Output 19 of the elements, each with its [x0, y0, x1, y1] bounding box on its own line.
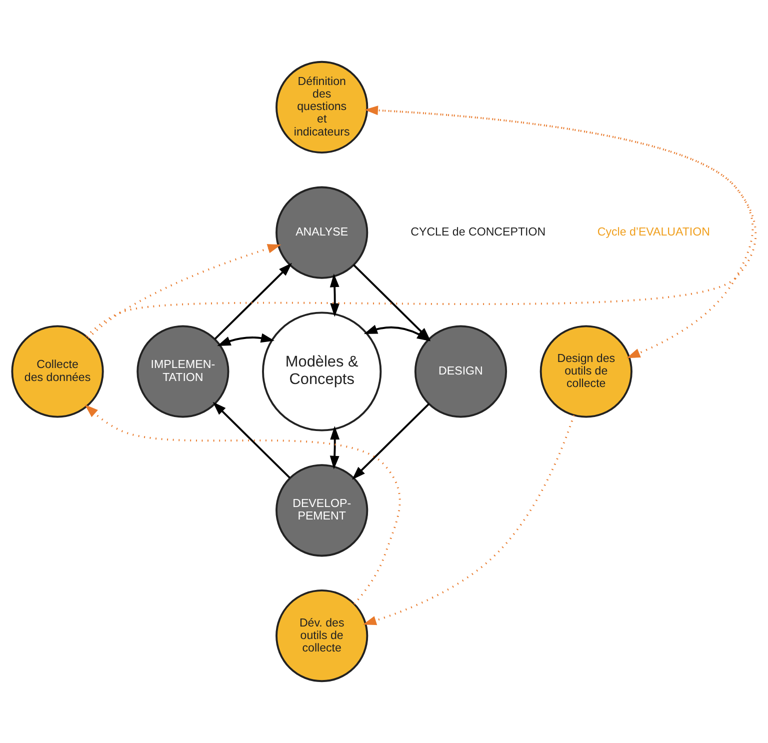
arrow	[330, 274, 340, 317]
arrow	[86, 106, 756, 337]
arrow	[330, 426, 340, 470]
node-circle: IMPLEMEN- TATION	[136, 325, 230, 418]
label: CYCLE de CONCEPTION	[410, 226, 546, 239]
label: Cycle d’EVALUATION	[597, 226, 710, 239]
node-circle: DEVELOP- PEMENT	[276, 464, 368, 557]
node-circle: Design des outils de collecte	[540, 325, 632, 418]
arrow	[217, 333, 274, 346]
arrow	[362, 415, 575, 626]
node-circle: Définition des questions et indicateurs	[276, 60, 368, 154]
node-circle: Dév. des outils de collecte	[276, 590, 368, 682]
arrow	[352, 403, 430, 480]
node-circle: Modèles & Concepts	[262, 312, 382, 432]
arrow	[88, 244, 282, 339]
arrow	[212, 402, 290, 478]
node-circle: ANALYSE	[276, 186, 368, 279]
arrow	[214, 262, 292, 340]
arrow	[84, 404, 401, 605]
